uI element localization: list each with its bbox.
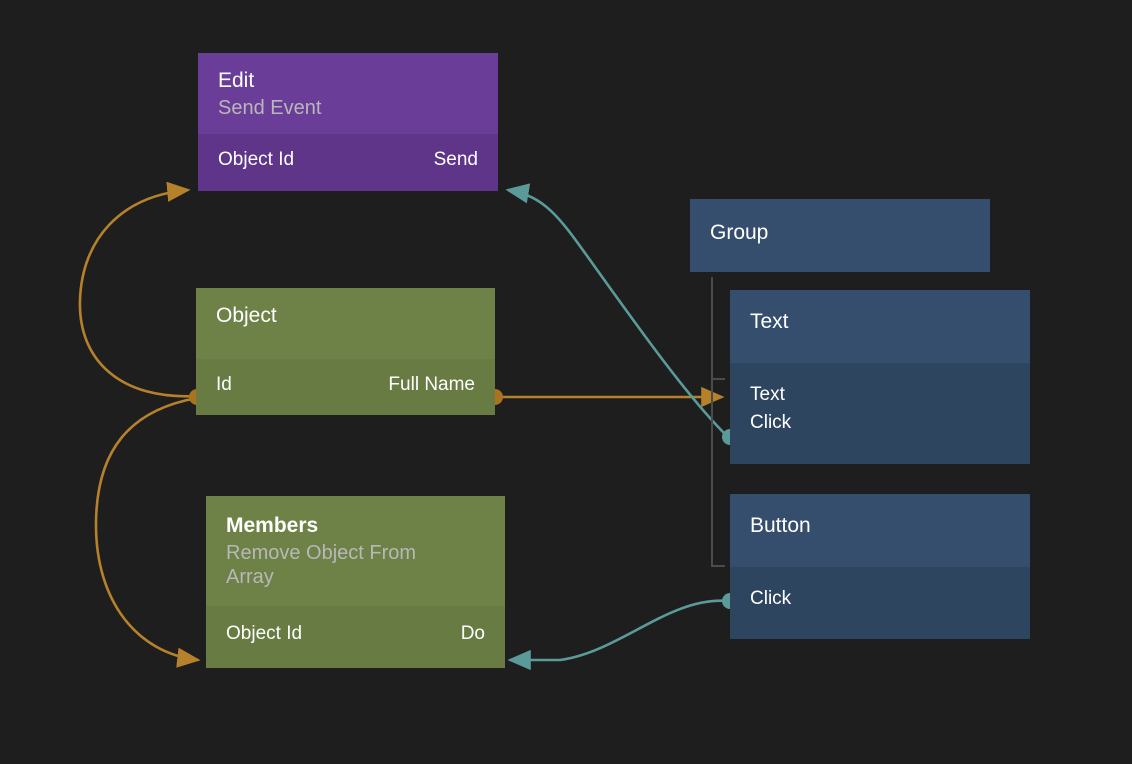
node-members-title: Members [226, 514, 319, 537]
node-group-title: Group [710, 221, 769, 244]
node-text-port-row-text: Text [750, 381, 1010, 410]
node-edit-title: Edit [218, 69, 255, 92]
node-members-output-port-do[interactable]: Do [460, 622, 485, 644]
node-text[interactable]: Text Text Click [730, 290, 1030, 464]
node-members-input-port-object-id[interactable]: Object Id [226, 622, 303, 644]
node-object-input-port-id[interactable]: Id [216, 373, 232, 395]
node-text-port-click[interactable]: Click [750, 412, 792, 434]
node-edit-header: Edit Send Event [198, 53, 498, 135]
node-edit-input-port-object-id[interactable]: Object Id [218, 149, 295, 171]
node-object-output-port-full-name[interactable]: Full Name [388, 373, 475, 395]
edge-object-id-to-members-object-id [94, 396, 201, 668]
node-members-subtitle: Remove Object From Array [226, 541, 417, 589]
node-button-header: Button [730, 494, 1030, 567]
node-text-title: Text [750, 310, 789, 333]
node-button-body: Click [730, 566, 1030, 640]
node-button[interactable]: Button Click [730, 494, 1030, 640]
group-tree-vertical-line [711, 277, 713, 567]
node-button-title: Button [750, 514, 811, 537]
node-button-port-row-click: Click [750, 585, 1010, 614]
node-members-port-row: Object Id Do [226, 620, 485, 649]
node-text-body: Text Click [730, 362, 1030, 464]
node-group-header: Group [690, 199, 990, 272]
node-object[interactable]: Object Id Full Name [196, 288, 495, 416]
node-edit-send-event[interactable]: Edit Send Event Object Id Send [198, 53, 498, 191]
node-object-port-row: Id Full Name [216, 371, 475, 400]
group-tree-branch-button [711, 565, 725, 567]
node-text-port-text[interactable]: Text [750, 383, 785, 405]
group-tree-branch-text [711, 378, 725, 380]
node-members-body: Object Id Do [206, 605, 505, 669]
node-group[interactable]: Group [690, 199, 990, 272]
node-edit-subtitle: Send Event [218, 96, 322, 119]
node-members-header: Members Remove Object From Array [206, 496, 505, 606]
node-text-header: Text [730, 290, 1030, 363]
node-object-title: Object [216, 304, 277, 327]
node-edit-port-row: Object Id Send [218, 146, 478, 175]
node-object-body: Id Full Name [196, 358, 495, 416]
node-button-port-click[interactable]: Click [750, 587, 792, 609]
node-object-header: Object [196, 288, 495, 359]
node-edit-output-port-send[interactable]: Send [433, 149, 478, 171]
node-members-remove-object-from-array[interactable]: Members Remove Object From Array Object … [206, 496, 505, 669]
node-edit-body: Object Id Send [198, 134, 498, 191]
edge-object-id-to-edit-object-id [78, 181, 198, 398]
edge-button-click-to-members-do [507, 599, 729, 671]
node-text-port-row-click: Click [750, 409, 1010, 438]
